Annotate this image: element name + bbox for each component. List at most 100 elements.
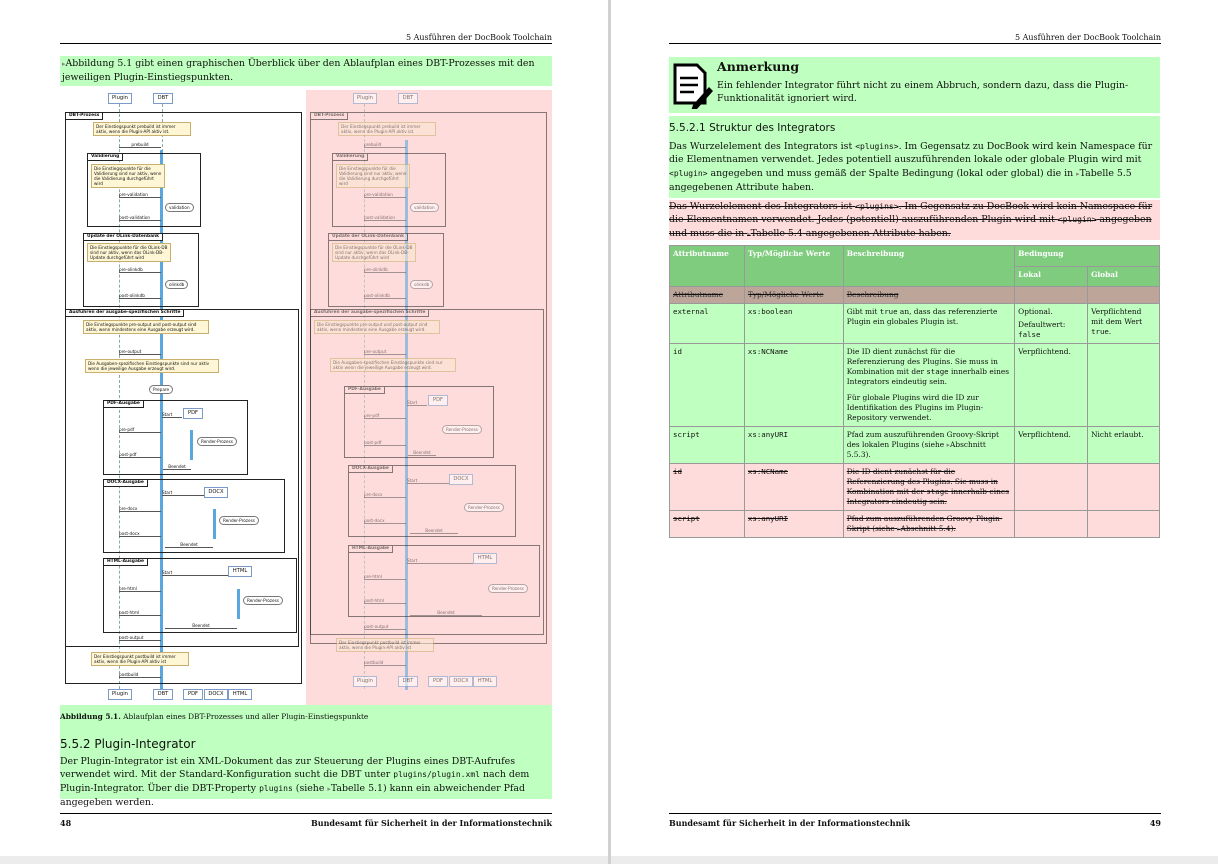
docx-activation-bar [213, 509, 216, 539]
table-row: id xs:NCName Die ID dient zunächst für d… [669, 343, 1160, 427]
section-text: (siehe [295, 782, 325, 794]
msg-post-olinkdb: post-olinkdb [119, 293, 161, 299]
paragraph-text: . Im Gegensatz zu DocBook wird kein Name… [669, 141, 1153, 166]
code-plugin: <plugin> [1057, 215, 1097, 225]
paragraph-text: angegebenen Attribute haben. [669, 182, 815, 194]
removed-text: . Im Gegensatz zu DocBook wird kein Name… [669, 201, 1153, 226]
note-validation: Die Einstiegspunkte für die Validierung … [91, 164, 165, 188]
desc-text: Für globale Plugins wird die ID zur Iden… [846, 393, 984, 422]
desc-text: innerhalb eines Integrators eindeutig se… [846, 487, 1010, 506]
note-pencil-icon [673, 63, 713, 109]
note-output: Die Einstiegspunkte pre-output und post-… [314, 320, 440, 334]
caption-text: Ablaufplan eines DBT-Prozesses und aller… [123, 712, 369, 721]
msg-postbuild: postbuild [119, 672, 161, 678]
structure-paragraph: Das Wurzelelement des Integrators ist <p… [669, 140, 1160, 195]
note-postbuild: Der Einstiegspunkt postbuild ist immer a… [336, 638, 434, 652]
attr-name: external [669, 303, 745, 344]
participant-plugin: Plugin [108, 93, 132, 104]
page-gutter [608, 0, 611, 864]
intro-text: Abbildung 5.1 gibt einen graphischen Übe… [62, 58, 535, 84]
frame-title: Update der OLink-Datenbank [84, 234, 164, 241]
msg-post-html: post-html [364, 598, 406, 604]
section-reference-link[interactable]: Abschnitt 5.4 [900, 524, 951, 533]
change-mark-icon: ▸ [327, 784, 331, 793]
footer-org: Bundesamt für Sicherheit in der Informat… [669, 818, 910, 828]
frame-title: PDF-Ausgabe [104, 401, 144, 408]
frame-title: HTML-Ausgabe [349, 546, 394, 553]
msg-post-docx: post-docx [364, 518, 406, 524]
msg-pre-olinkdb: pre-olinkdb [364, 267, 406, 273]
attr-global [1087, 343, 1160, 427]
th-beschreibung: Beschreibung [842, 245, 1016, 287]
empty-cell [1014, 510, 1089, 538]
msg-pre-pdf: pre-pdf [119, 427, 161, 433]
msg-start-html: Start [162, 570, 228, 576]
desc-text: Pfad zum auszuführenden Groovy-Plugin-Sk… [846, 514, 1003, 533]
desc-text: an, dass das referenzierte Plugin ein gl… [846, 307, 998, 326]
note-box: Anmerkung Ein fehlender Integrator führt… [669, 57, 1160, 113]
running-header: 5 Ausführen der DocBook Toolchain [1014, 33, 1161, 42]
msg-post-validation: post-validation [364, 215, 406, 221]
section-block: 5.5.2 Plugin-Integrator Der Plugin-Integ… [60, 733, 552, 808]
msg-pre-html: pre-html [119, 586, 161, 592]
removed-text: Das Wurzelelement des Integrators ist [669, 201, 853, 212]
desc-text: innerhalb eines Integrators eindeutig se… [846, 367, 1010, 386]
section-reference-link[interactable]: Abschnitt 5.5.3 [846, 440, 986, 459]
th-attributname: Attributname [669, 245, 745, 287]
removed-text: angegebenen Attribute haben. [805, 227, 951, 239]
participant-plugin: Plugin [353, 93, 377, 104]
participant-pdf-bottom: PDF [183, 689, 203, 700]
global-text: . [1108, 327, 1112, 336]
attr-description: Gibt mit true an, dass das referenzierte… [842, 303, 1016, 344]
msg-post-output: post-output [364, 624, 406, 630]
chip-render-docx: Render-Prozess [464, 503, 504, 512]
desc-text: Gibt mit [846, 307, 878, 316]
sequence-diagram-previous: Plugin DBT DBT-Prozess Der Einstiegspunk… [306, 90, 552, 705]
participant-docx: DOCX [204, 487, 228, 498]
attr-description: Pfad zum auszuführenden Groovy-Skript de… [842, 426, 1016, 464]
chip-olinkdb: olinkdb [410, 280, 434, 289]
note-olink: Die Einstiegspunkte für die OLink-DB sin… [87, 243, 171, 262]
empty-cell [1014, 463, 1089, 511]
empty-cell [1087, 510, 1160, 538]
dbt-activation-bar [405, 140, 408, 690]
change-mark-icon: ▸ [62, 60, 66, 68]
note-prebuild: Der Einstiegspunkt prebuild ist immer ak… [338, 122, 436, 136]
lokal-default-value: false [1018, 330, 1041, 339]
attr-name: script [669, 510, 745, 538]
figure-caption: Abbildung 5.1. Ablaufplan eines DBT-Proz… [60, 705, 552, 733]
chip-prepare: Prepare [149, 385, 174, 394]
participant-docx-bottom: DOCX [204, 689, 228, 700]
section-text: ) kann ein abweichender Pfad angegeben w… [60, 782, 525, 809]
note-specific: Die Ausgaben-spezifischen Einstiegspunkt… [330, 358, 456, 372]
global-text: Verpflichtend mit dem Wert [1091, 307, 1143, 326]
msg-start-pdf: Start [162, 412, 182, 418]
table-reference-link[interactable]: Tabelle 5.4 [750, 227, 803, 239]
old-th-typ: Typ/Mögliche Werte [743, 286, 844, 304]
participant-dbt-bottom: DBT [398, 676, 418, 687]
note-postbuild: Der Einstiegspunkt postbuild ist immer a… [91, 652, 189, 666]
desc-text: Pfad zum auszuführenden Groovy-Skript de… [846, 430, 999, 449]
section-text: Der Plugin-Integrator ist ein XML-Dokume… [60, 756, 516, 781]
removed-paragraph: Das Wurzelelement des Integrators ist <p… [669, 200, 1160, 240]
chip-render-html: Render-Prozess [488, 584, 528, 593]
attr-global: Verpflichtend mit dem Wert true. [1087, 303, 1160, 344]
participant-html-bottom: HTML [473, 676, 497, 687]
participant-docx: DOCX [449, 474, 473, 485]
msg-pre-validation: pre-validation [364, 192, 406, 198]
frame-docx: DOCX-Ausgabe [103, 479, 285, 553]
table-reference-link[interactable]: Tabelle 5.1 [330, 782, 383, 794]
pdf-activation-bar [190, 430, 193, 460]
msg-done-docx: Beendet [165, 542, 213, 548]
empty-cell [1087, 286, 1160, 304]
th-typ: Typ/Mögliche Werte [743, 245, 844, 287]
dbt-activation-bar [160, 150, 163, 690]
frame-html: HTML-Ausgabe [348, 545, 540, 617]
msg-start-html: Start [407, 558, 473, 564]
msg-pre-validation: pre-validation [119, 192, 161, 198]
left-page: 5 Ausführen der DocBook Toolchain ▸Abbil… [0, 0, 608, 856]
paragraph-text: angegeben und muss gemäß der Spalte Bedi… [710, 167, 1074, 179]
table-reference-link[interactable]: Tabelle 5.5 [1079, 167, 1132, 179]
msg-done-html: Beendet [410, 610, 482, 616]
table-header-row: Attributname Typ/Mögliche Werte Beschrei… [669, 245, 1160, 287]
